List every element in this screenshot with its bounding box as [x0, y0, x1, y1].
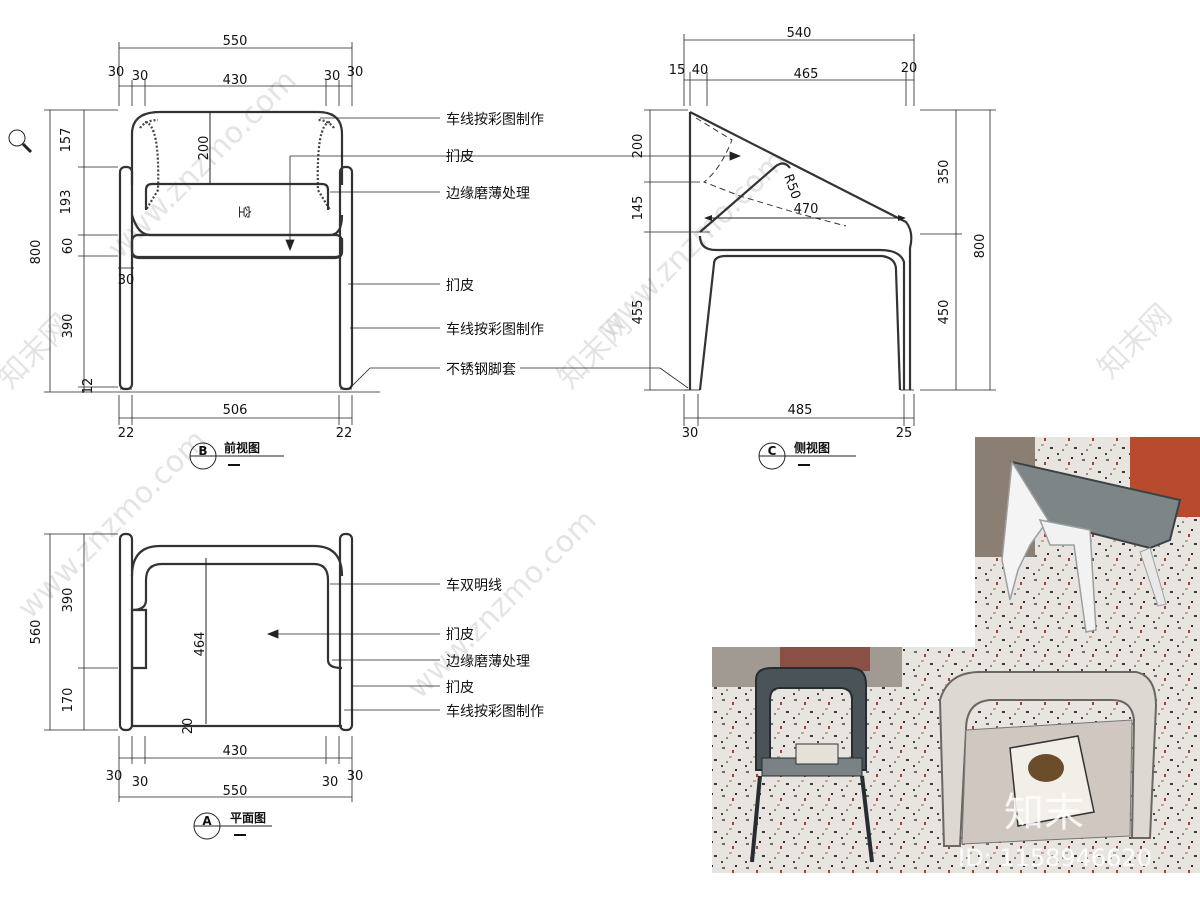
- watermark-brand: 知末网: [1091, 297, 1179, 385]
- side-view-label: C 侧视图: [758, 440, 856, 470]
- dim-side-total-height: 800: [973, 234, 988, 259]
- dim-side-left-1: 200: [631, 134, 646, 159]
- note-front-6: 不锈钢脚套: [446, 362, 516, 378]
- dim-side-left-2: 145: [631, 196, 646, 221]
- dim-side-top-inner: 465: [794, 67, 819, 82]
- side-view: 540 15 40 465 20 200 145 455 350 450 800: [631, 26, 996, 470]
- dim-side-bottom-left: 30: [682, 426, 699, 441]
- dim-side-radius: R50: [780, 172, 803, 201]
- dim-plan-464: 464: [193, 632, 208, 657]
- dim-plan-bottom-overall: 550: [223, 784, 248, 799]
- note-plan-1: 车双明线: [446, 577, 502, 594]
- watermark-text: www.znzmo.com: [401, 503, 604, 706]
- photo-bottom-right: 知末 ID: 1158946620: [902, 647, 1200, 873]
- note-front-3: 边缘磨薄处理: [446, 186, 530, 202]
- dim-side-seat-depth: 470: [794, 202, 819, 217]
- dim-plan-bottom-c: 30: [322, 775, 339, 790]
- side-chair-drawing: 470 R50: [684, 111, 914, 391]
- dim-side-overall-width: 540: [787, 26, 812, 41]
- front-view-circle-letter: B: [198, 444, 207, 458]
- dim-front-top-left-inner: 30: [132, 69, 149, 84]
- photo-logo-watermark: 知末: [1004, 790, 1084, 836]
- dim-front-total-height: 800: [29, 240, 44, 265]
- plan-view-circle-letter: A: [202, 814, 212, 828]
- dim-side-right-2: 450: [937, 300, 952, 325]
- front-view: 550 30 30 430 30 30 157 193 60 390 12 80…: [29, 34, 742, 470]
- dim-side-left-3: 455: [631, 300, 646, 325]
- plan-chair-drawing: 464 20: [118, 532, 354, 735]
- dim-front-left-2: 193: [59, 190, 74, 215]
- note-plan-2: 扪皮: [446, 627, 474, 643]
- dim-plan-bottom-inner: 430: [223, 744, 248, 759]
- front-seat-label: 空: [236, 205, 251, 218]
- dim-front-left-5: 12: [81, 378, 96, 395]
- note-front-5: 车线按彩图制作: [446, 321, 544, 338]
- plan-view-title: 平面图: [230, 811, 266, 825]
- dim-front-overall-width: 550: [223, 34, 248, 49]
- dim-front-top-inner: 430: [223, 73, 248, 88]
- dim-side-top-b: 40: [692, 63, 709, 78]
- front-view-title: 前视图: [224, 440, 260, 455]
- note-plan-5: 车线按彩图制作: [446, 703, 544, 720]
- note-front-1: 车线按彩图制作: [446, 111, 544, 128]
- dim-front-bottom-right: 22: [336, 426, 353, 441]
- note-front-2: 扪皮: [446, 149, 474, 165]
- photo-bottom-left: [712, 647, 902, 873]
- note-plan-4: 扪皮: [446, 680, 474, 696]
- dim-front-bottom-left: 22: [118, 426, 135, 441]
- dim-plan-bottom-b: 30: [132, 775, 149, 790]
- dim-side-top-c: 20: [901, 61, 918, 76]
- plan-view: 390 170 560 464 20 车双明线 扪皮 边缘磨薄处理 扪皮 车线按…: [29, 532, 544, 840]
- front-chair-drawing: 200 空 30: [118, 110, 354, 391]
- dim-front-top-right-outer: 30: [347, 65, 364, 80]
- dim-plan-total-depth: 560: [29, 620, 44, 645]
- dim-front-top-right-inner: 30: [324, 69, 341, 84]
- plan-view-label: A 平面图: [193, 811, 272, 840]
- dim-front-leg-30: 30: [118, 273, 135, 288]
- dim-plan-left-1: 390: [61, 588, 76, 613]
- dim-front-top-left-outer: 30: [108, 65, 125, 80]
- dim-front-left-1: 157: [59, 128, 74, 153]
- dim-side-bottom-right: 25: [896, 426, 913, 441]
- watermark-text: www.znzmo.com: [11, 423, 214, 626]
- dim-front-left-4: 390: [61, 314, 76, 339]
- magnifier-icon[interactable]: [8, 129, 33, 154]
- note-plan-3: 边缘磨薄处理: [446, 654, 530, 670]
- dim-side-right-1: 350: [937, 160, 952, 185]
- photo-top-right: [975, 437, 1200, 647]
- side-view-circle-letter: C: [768, 444, 777, 458]
- dim-plan-bottom-d: 30: [347, 769, 364, 784]
- dim-side-bottom-inner: 485: [788, 403, 813, 418]
- side-view-title: 侧视图: [794, 440, 830, 455]
- dim-front-bottom-inner: 506: [223, 403, 248, 418]
- dim-front-left-3: 60: [61, 238, 76, 255]
- dim-side-top-a: 15: [669, 63, 686, 78]
- photo-id-watermark: ID: 1158946620: [958, 844, 1152, 872]
- dim-plan-left-2: 170: [61, 688, 76, 713]
- front-view-label: B 前视图: [189, 440, 284, 470]
- dim-plan-20: 20: [181, 718, 196, 735]
- note-front-4: 扪皮: [446, 278, 474, 294]
- dim-front-inner-200: 200: [197, 136, 212, 161]
- dim-plan-bottom-a: 30: [106, 769, 123, 784]
